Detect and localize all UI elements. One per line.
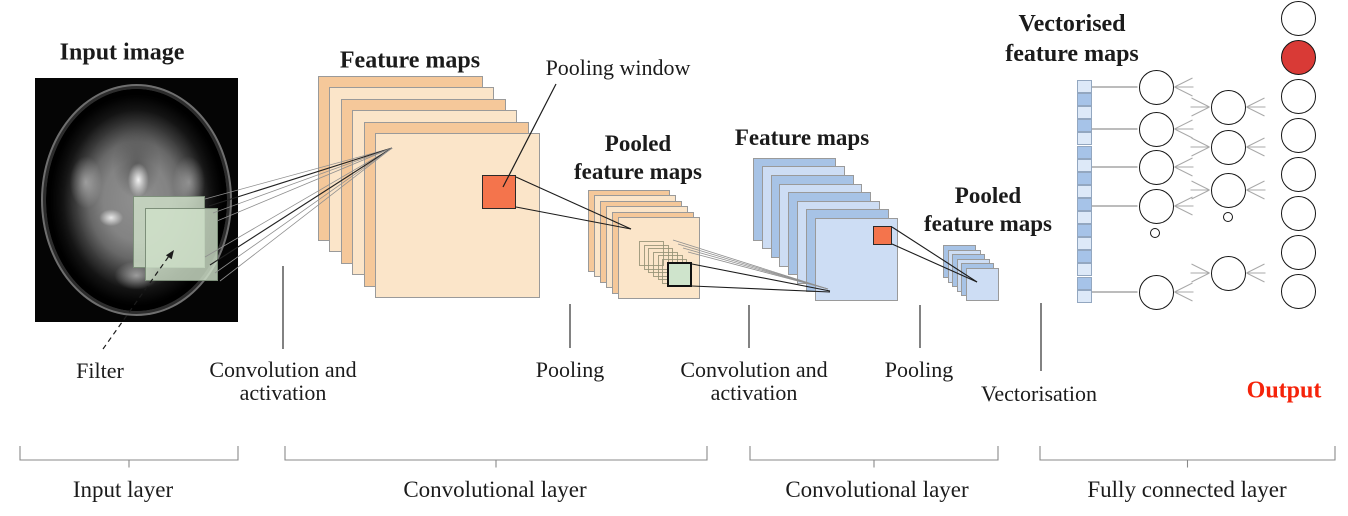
- vector-cell: [1077, 237, 1092, 251]
- pooled-feature-maps-1-title: Pooled feature maps: [574, 130, 702, 186]
- vector-cell: [1077, 224, 1092, 238]
- pooled-feature-maps-2-square: [966, 268, 999, 301]
- output-label: Output: [1246, 377, 1322, 404]
- output-neuron: [1280, 234, 1316, 270]
- vectorised-line1: Vectorised: [1018, 11, 1126, 37]
- convolution-window-green: [667, 262, 692, 287]
- pooling-1-label: Pooling: [535, 357, 605, 382]
- feature-maps-2-title: Feature maps: [734, 125, 870, 150]
- vector-cell: [1077, 211, 1092, 225]
- conv-act-1-line2: activation: [239, 380, 327, 405]
- pooled-2-line1: Pooled: [954, 183, 1022, 208]
- convolution-activation-2-label: Convolution and activation: [680, 358, 827, 404]
- hidden-layer-2-neuron: [1210, 89, 1246, 125]
- vector-cell: [1077, 106, 1092, 120]
- hidden-layer-1-neuron: [1138, 69, 1174, 105]
- pooling-window-2: [873, 226, 892, 245]
- output-neuron: [1280, 273, 1316, 309]
- conv-act-2-line2: activation: [710, 380, 798, 405]
- vectorised-feature-maps-title: Vectorised feature maps: [1005, 9, 1139, 69]
- hidden-layer-2-neuron: [1210, 172, 1246, 208]
- vector-cell: [1077, 197, 1092, 211]
- vector-cell: [1077, 171, 1092, 185]
- hidden-layer-1-neuron: [1138, 274, 1174, 310]
- hidden-layer-1-neuron: [1138, 188, 1174, 224]
- section-convolutional-layer-1-label: Convolutional layer: [403, 477, 587, 502]
- vector-cell: [1077, 250, 1092, 264]
- section-fully-connected-layer-label: Fully connected layer: [1087, 477, 1287, 502]
- convolution-window-ghost: [648, 248, 674, 273]
- section-convolutional-layer-2-label: Convolutional layer: [785, 477, 969, 502]
- vector-cell: [1077, 184, 1092, 198]
- pooled-1-line2: feature maps: [574, 159, 702, 184]
- output-neuron: [1280, 195, 1316, 231]
- vector-cell: [1077, 263, 1092, 277]
- hidden-layer-2-neuron: [1210, 255, 1246, 291]
- feature-maps-1-square: [375, 133, 540, 298]
- vector-cell: [1077, 145, 1092, 159]
- vectorisation-label: Vectorisation: [980, 381, 1098, 406]
- filter-window-front: [145, 208, 218, 281]
- vector-cell: [1077, 119, 1092, 133]
- output-neuron: [1280, 78, 1316, 114]
- conv-act-1-line1: Convolution and: [209, 357, 357, 382]
- input-image-title: Input image: [59, 39, 185, 66]
- hidden-layer-2-neuron: [1210, 129, 1246, 165]
- hidden-layer-2-ellipsis-dot: [1223, 212, 1233, 222]
- vector-cell: [1077, 289, 1092, 303]
- pooled-feature-maps-2-title: Pooled feature maps: [924, 182, 1052, 238]
- output-neuron: [1280, 0, 1316, 36]
- pooled-2-line2: feature maps: [924, 211, 1052, 236]
- section-input-layer-label: Input layer: [72, 477, 174, 502]
- output-neuron: [1280, 117, 1316, 153]
- vectorised-line2: feature maps: [1005, 41, 1139, 67]
- vector-cell: [1077, 80, 1092, 94]
- convolution-activation-1-label: Convolution and activation: [209, 358, 356, 404]
- hidden-layer-1-ellipsis-dot: [1150, 228, 1160, 238]
- pooling-2-label: Pooling: [884, 357, 954, 382]
- output-neuron: [1280, 156, 1316, 192]
- pooling-window-label: Pooling window: [545, 55, 691, 80]
- convolution-window-ghost: [643, 244, 669, 270]
- convolution-window-ghost: [638, 241, 664, 266]
- conv-act-2-line1: Convolution and: [680, 357, 828, 382]
- vector-cell: [1077, 132, 1092, 146]
- filter-label: Filter: [76, 358, 124, 383]
- pooled-1-line1: Pooled: [604, 131, 672, 156]
- pooling-window-1: [482, 175, 516, 209]
- feature-maps-1-title: Feature maps: [339, 47, 481, 74]
- vector-cell: [1077, 276, 1092, 290]
- hidden-layer-1-neuron: [1138, 111, 1174, 147]
- output-neuron-highlighted: [1280, 39, 1316, 75]
- vector-cell: [1077, 93, 1092, 107]
- vector-cell: [1077, 158, 1092, 172]
- hidden-layer-1-neuron: [1138, 149, 1174, 185]
